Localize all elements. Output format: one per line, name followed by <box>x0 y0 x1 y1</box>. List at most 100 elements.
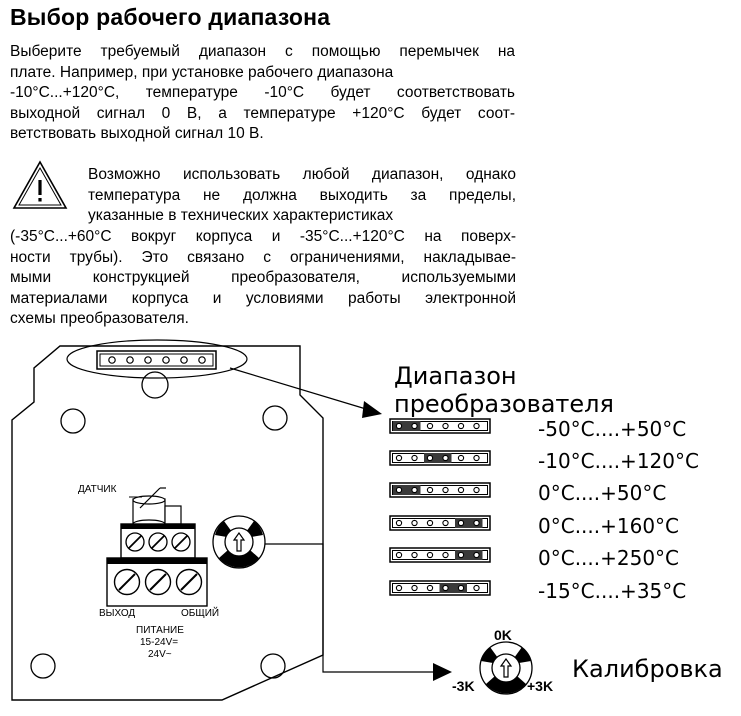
jumper-pin <box>411 519 418 527</box>
range-jumper-row <box>389 547 491 563</box>
jumper-cap <box>393 421 421 431</box>
jumper-cap <box>393 485 421 495</box>
jumper-highlight-ellipse <box>66 339 248 379</box>
jumper-pin <box>426 422 434 430</box>
power-ac-label: 24V~ <box>148 649 172 660</box>
jumper-pin <box>395 486 403 494</box>
jumper-pin <box>442 486 449 494</box>
page-title: Выбор рабочего диапазона <box>10 4 331 30</box>
jumper-pin <box>473 519 480 527</box>
calibration-dial <box>479 641 533 695</box>
calibration-top-label: 0K <box>494 627 512 643</box>
jumper-pin <box>457 551 465 559</box>
calibration-right-label: +3K <box>527 678 554 694</box>
intro-line: выходной сигнал 0 В, а температуре +120°… <box>10 104 515 122</box>
jumper-pin <box>411 551 418 559</box>
power-dc-label: 15-24V= <box>140 637 179 648</box>
intro-line: Выберите требуемый диапазон с помощью пе… <box>10 43 515 60</box>
range-title: Диапазон преобразователя <box>394 362 614 418</box>
intro-line: плате. Например, при установке рабочего … <box>10 63 394 81</box>
warning-text: Возможно использовать любой диапазон, од… <box>88 165 516 227</box>
mounting-hole <box>262 405 288 431</box>
output-terminal-block <box>106 557 208 607</box>
range-label: -15°C....+35°C <box>538 579 687 603</box>
jumper-pin <box>442 551 449 559</box>
jumper-pin <box>395 551 403 559</box>
arrow-head <box>433 663 452 681</box>
mounting-hole <box>260 653 286 679</box>
jumper-pin <box>411 454 418 462</box>
output-label: ВЫХОД <box>99 608 136 619</box>
range-jumper-row <box>389 515 491 531</box>
jumper-pin <box>411 486 418 494</box>
intro-line: -10°C...+120°C, температуре -10°C будет … <box>10 84 515 101</box>
jumper-pin <box>473 584 480 592</box>
warning-line: температура не должна выходить за предел… <box>88 186 516 204</box>
jumper-pin <box>457 422 465 430</box>
jumper-cap <box>424 453 452 463</box>
range-jumper-row <box>389 580 491 596</box>
board-jumper-pins <box>108 356 206 364</box>
jumper-pin <box>395 584 403 592</box>
jumper-pin <box>473 454 480 462</box>
range-label: 0°C....+250°C <box>538 546 680 570</box>
warning-continuation: (-35°C...+60°C вокруг корпуса и -35°C...… <box>10 227 516 330</box>
sensor-terminal-block <box>120 523 196 559</box>
calibration-title: Калибровка <box>572 655 723 683</box>
jumper-pin <box>442 584 449 592</box>
jumper-pin <box>411 584 418 592</box>
jumper-cap <box>455 518 483 528</box>
mounting-hole <box>141 371 169 399</box>
board-trimmer <box>212 515 266 569</box>
arrow-head <box>362 401 382 418</box>
range-label: -50°C....+50°C <box>538 417 687 441</box>
jumper-pin <box>473 422 480 430</box>
range-jumpers <box>389 418 491 596</box>
jumper-pin <box>395 422 403 430</box>
jumper-pin <box>457 486 465 494</box>
mounting-hole <box>30 653 56 679</box>
jumper-cap <box>455 550 483 560</box>
board-outline <box>11 345 324 701</box>
range-jumper-row <box>389 450 491 466</box>
jumper-pin <box>395 454 403 462</box>
jumper-pin <box>442 519 449 527</box>
jumper-pin <box>457 584 465 592</box>
range-jumper-row <box>389 418 491 434</box>
jumper-pin <box>411 422 418 430</box>
mounting-hole <box>60 408 86 434</box>
warning-triangle-icon <box>12 160 68 209</box>
range-label: 0°C....+50°C <box>538 481 667 505</box>
warning-line: материалами корпуса и условиями работы э… <box>10 289 516 307</box>
jumper-pin <box>442 422 449 430</box>
jumper-pin <box>457 454 465 462</box>
warning-line: мыми конструкцией преобразователя, испол… <box>10 269 516 286</box>
intro-line: ветствовать выходной сигнал 10 В. <box>10 125 264 142</box>
jumper-pin <box>442 454 449 462</box>
sensor-label: ДАТЧИК <box>78 484 117 495</box>
warning-line: Возможно использовать любой диапазон, од… <box>88 166 516 183</box>
warning-line: указанные в технических характеристиках <box>88 207 394 224</box>
board-jumper-header <box>96 350 217 370</box>
jumper-pin <box>426 454 434 462</box>
calibration-left-label: -3K <box>452 678 475 694</box>
intro-paragraph: Выберите требуемый диапазон с помощью пе… <box>10 42 515 145</box>
power-label: ПИТАНИЕ <box>136 625 184 636</box>
range-label: 0°C....+160°C <box>538 514 680 538</box>
jumper-pin <box>426 486 434 494</box>
jumper-pin <box>395 519 403 527</box>
warning-line: (-35°C...+60°C вокруг корпуса и -35°C...… <box>10 228 516 245</box>
range-jumper-row <box>389 482 491 498</box>
jumper-pin <box>426 519 434 527</box>
jumper-pin <box>457 519 465 527</box>
common-label: ОБЩИЙ <box>181 608 220 619</box>
jumper-cap <box>439 583 467 593</box>
jumper-pin <box>426 584 434 592</box>
jumper-pin <box>426 551 434 559</box>
jumper-pin <box>473 486 480 494</box>
warning-line: ности трубы). Это связано с ограничениям… <box>10 248 516 266</box>
jumper-pin <box>473 551 480 559</box>
range-label: -10°C....+120°C <box>538 449 699 473</box>
warning-line: схемы преобразователя. <box>10 310 189 327</box>
